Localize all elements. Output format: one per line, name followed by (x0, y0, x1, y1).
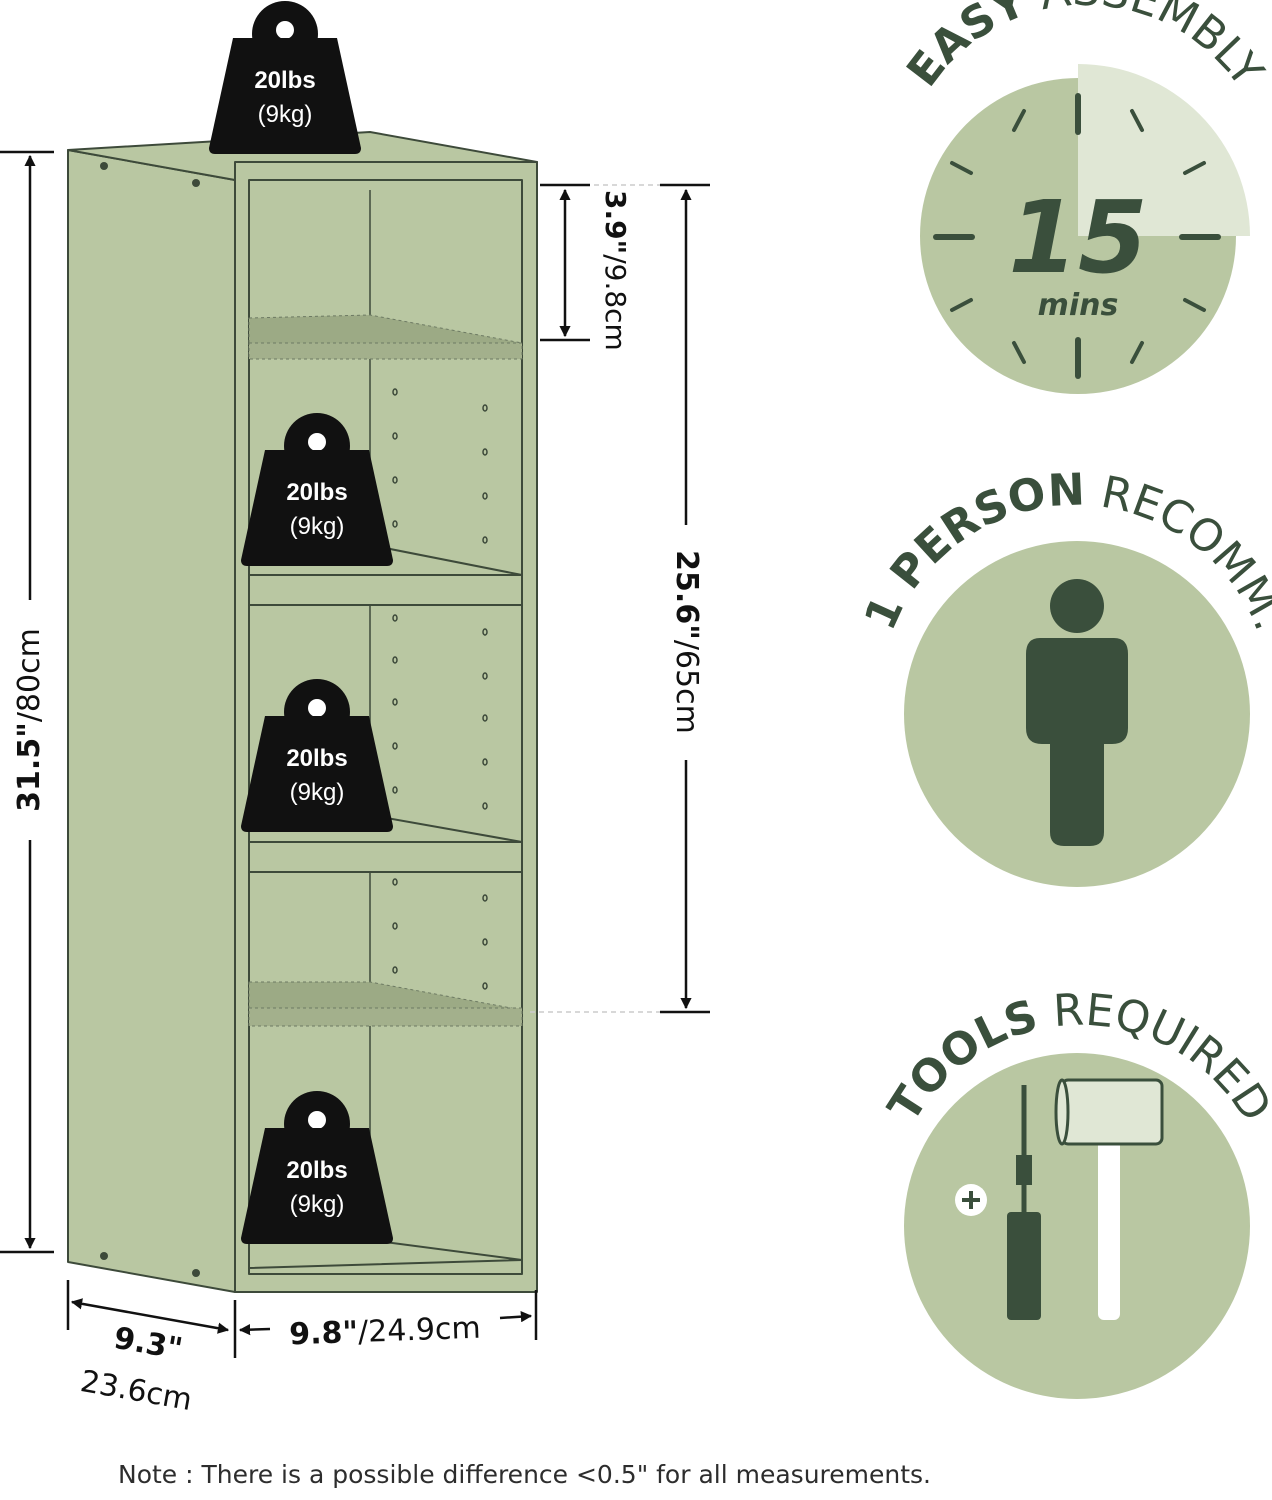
person-icon (1026, 579, 1128, 846)
weight-lbs: 20lbs (286, 479, 347, 506)
dimension-top-gap: 3.9"/9.8cm (540, 183, 632, 351)
top-gap-label: 3.9"/9.8cm (599, 190, 632, 351)
weight-kg: (9kg) (290, 513, 345, 540)
feature-tools-required: TOOLS REQUIRED (879, 985, 1272, 1399)
weight-kg: (9kg) (290, 1191, 345, 1218)
bookcase-side-panel (67, 149, 236, 1293)
weight-icon-shelf-3: 20lbs (9kg) (241, 1091, 393, 1244)
assembly-time-unit: mins (1038, 288, 1119, 323)
dimension-inner-height: 25.6"/65cm (530, 183, 710, 1014)
shelf-4 (248, 981, 523, 1027)
shelf-pin-holes (392, 388, 488, 990)
assembly-time-value: 15 (1008, 179, 1147, 296)
dimension-height: 31.5"/80cm (0, 150, 54, 1254)
shelf-1 (248, 314, 523, 360)
clock-elapsed-sector (1078, 64, 1250, 236)
weight-kg: (9kg) (258, 101, 313, 128)
mallet-icon (1054, 1078, 1164, 1320)
depth-in-label: 9.3" (111, 1321, 185, 1367)
screwdriver-icon (1007, 1085, 1041, 1320)
weight-lbs: 20lbs (254, 67, 315, 94)
dimension-depth: 9.3" 23.6cm (66, 1280, 230, 1418)
weight-icon-top: 20lbs (9kg) (209, 1, 361, 154)
height-label: 31.5"/80cm (12, 628, 47, 812)
weight-kg: (9kg) (290, 779, 345, 806)
dimension-width: 9.8"/24.9cm (233, 1290, 538, 1358)
weight-lbs: 20lbs (286, 1157, 347, 1184)
feature-one-person: 1 PERSON RECOMM. (855, 464, 1272, 887)
inner-height-label: 25.6"/65cm (670, 550, 705, 734)
feature-easy-assembly: 15 mins EASY ASSEMBLY (897, 0, 1272, 394)
depth-cm-label: 23.6cm (78, 1364, 195, 1418)
weight-icon-shelf-1: 20lbs (9kg) (241, 413, 393, 566)
clock-icon (933, 93, 1221, 379)
weight-lbs: 20lbs (286, 745, 347, 772)
weight-icon-shelf-2: 20lbs (9kg) (241, 679, 393, 832)
plus-icon (955, 1184, 987, 1216)
measurement-note: Note : There is a possible difference <0… (118, 1460, 932, 1489)
width-label: 9.8"/24.9cm (289, 1310, 482, 1352)
tools-background (904, 1053, 1250, 1399)
screw-dots (100, 162, 200, 1277)
